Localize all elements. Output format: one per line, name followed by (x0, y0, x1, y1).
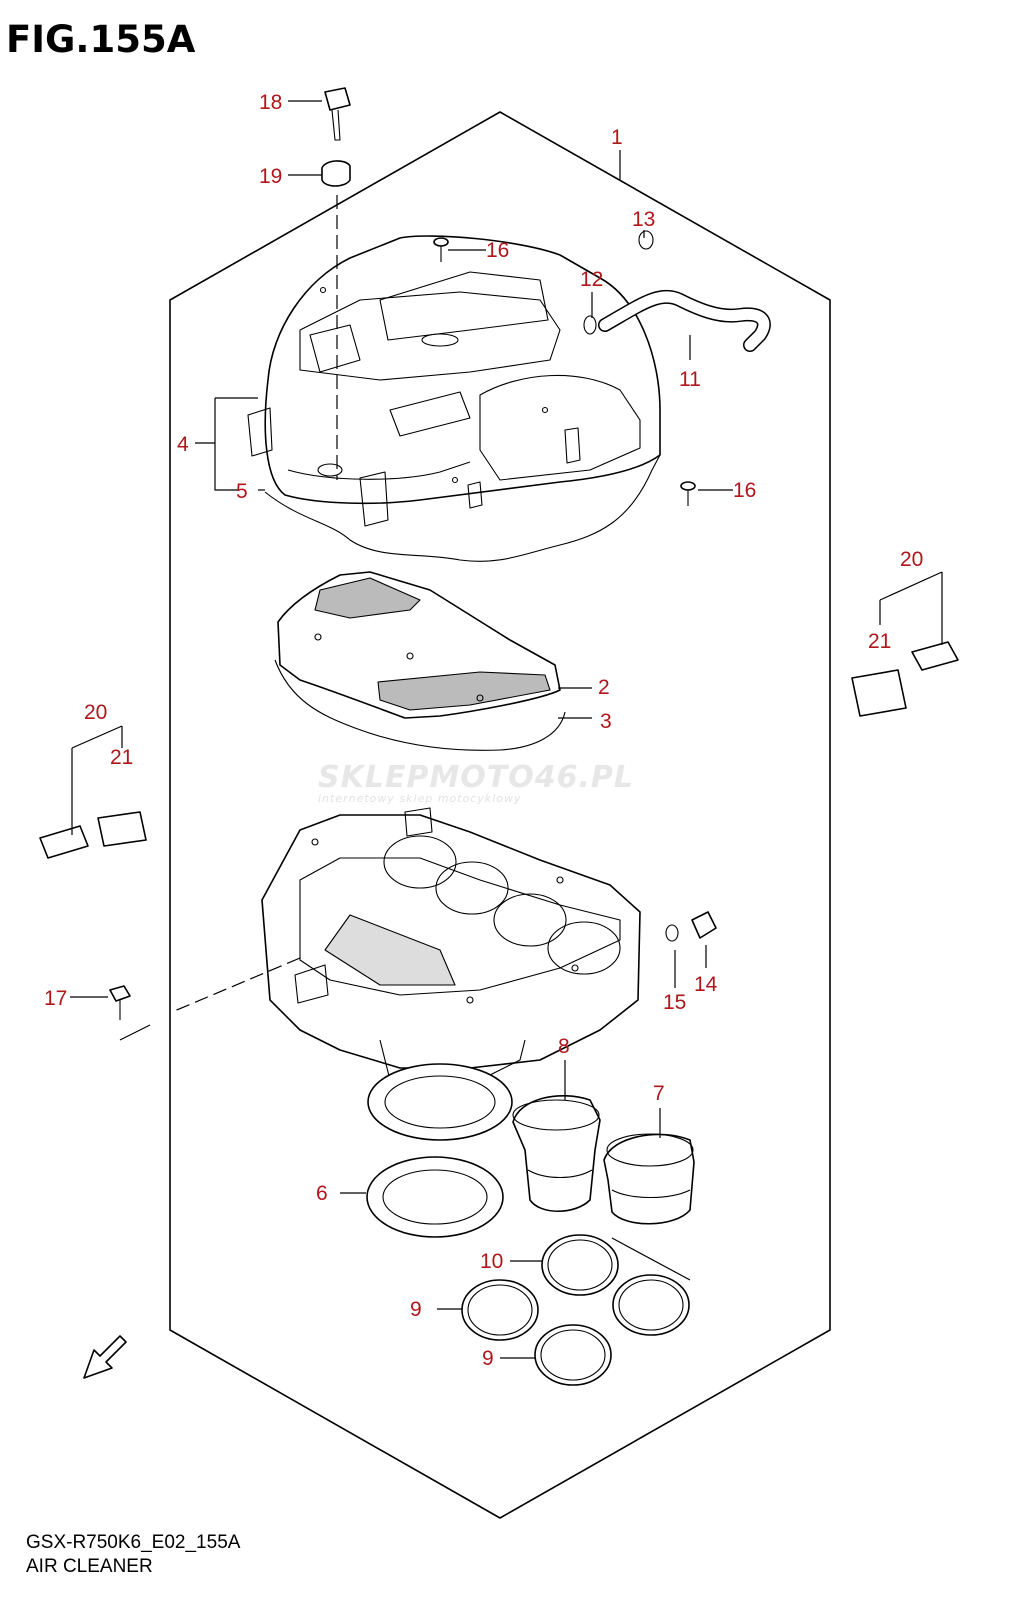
callout-17: 17 (44, 987, 67, 1010)
hose-clip (583, 315, 597, 335)
filter-seal (274, 659, 566, 751)
screw-16-top (433, 237, 449, 262)
cover-gasket (264, 454, 661, 562)
callout-9-b: 9 (482, 1347, 494, 1370)
callout-2: 2 (598, 676, 610, 699)
figure-name: AIR CLEANER (26, 1556, 153, 1577)
screw-16-side (680, 481, 696, 506)
callout-21-right: 21 (868, 630, 891, 653)
callout-10: 10 (480, 1250, 503, 1273)
callout-5: 5 (236, 480, 248, 503)
callout-9-a: 9 (410, 1298, 422, 1321)
figure-title: FIG.155A (6, 18, 196, 61)
lower-case (261, 807, 641, 1086)
callout-3: 3 (600, 710, 612, 733)
hose-clamps (461, 1234, 691, 1386)
assembly-frame (169, 111, 831, 1519)
intake-duct (366, 1063, 513, 1238)
connector-left (39, 811, 147, 859)
velocity-stack-long (603, 1133, 695, 1225)
air-filter-element (277, 571, 561, 719)
callout-20-right: 20 (900, 548, 923, 571)
model-code: GSX-R750K6_E02_155A (26, 1532, 241, 1553)
drain-clip (665, 924, 679, 942)
callout-16-side: 16 (733, 479, 756, 502)
sensor-18 (324, 87, 351, 141)
connector-right (851, 641, 959, 717)
watermark-subtext: internetowy sklep motocyklowy (318, 792, 522, 805)
callout-15: 15 (663, 991, 686, 1014)
callout-21-left: 21 (110, 746, 133, 769)
callout-8: 8 (558, 1035, 570, 1058)
callout-1: 1 (611, 126, 623, 149)
callout-19: 19 (259, 165, 282, 188)
drain-plug (691, 911, 717, 939)
callout-6: 6 (316, 1182, 328, 1205)
callout-13: 13 (632, 208, 655, 231)
hose-clip-upper (638, 230, 654, 250)
callout-4: 4 (177, 433, 189, 456)
callout-18: 18 (259, 91, 282, 114)
callout-14: 14 (694, 973, 718, 996)
watermark-text: SKLEPMOTO46.PL (318, 760, 635, 795)
upper-cover (247, 235, 661, 527)
velocity-stack-short (512, 1095, 601, 1212)
grommet-19 (321, 160, 351, 187)
callout-11: 11 (679, 368, 701, 391)
bolt-17 (109, 985, 131, 1020)
arrow-icon (83, 1335, 127, 1379)
callout-7: 7 (653, 1082, 665, 1105)
callout-20-left: 20 (84, 701, 107, 724)
callout-12: 12 (580, 268, 603, 291)
callout-16-top: 16 (486, 239, 509, 262)
